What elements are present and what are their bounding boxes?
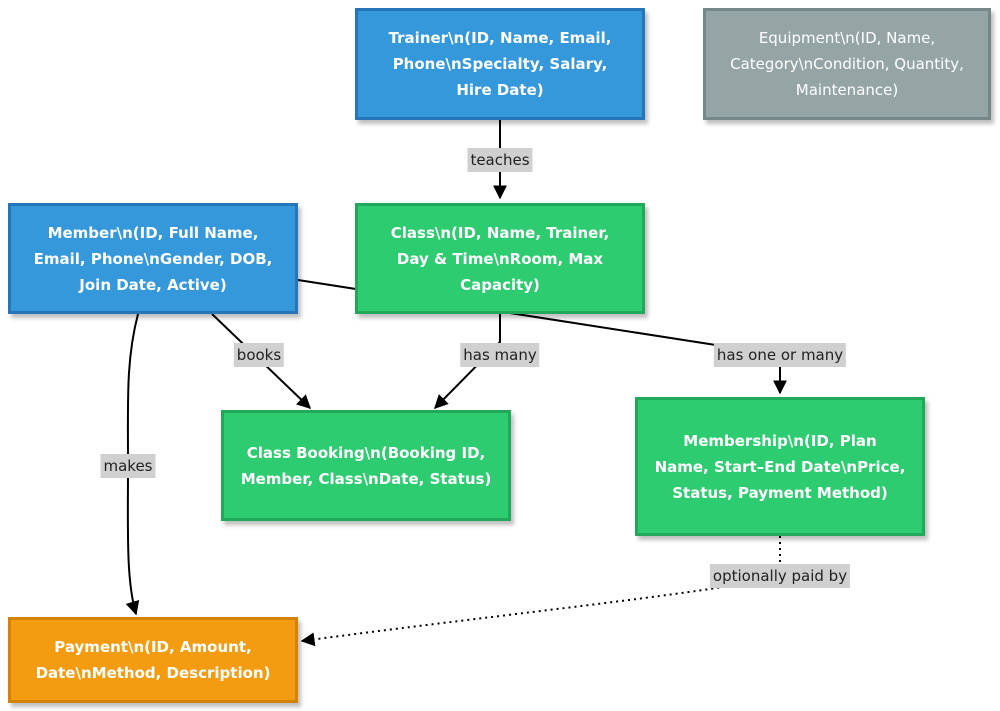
edge-optionally-paid-by [300,536,781,647]
class-booking-node-label: Class Booking\n(Booking ID, Member, Clas… [240,443,492,488]
payment-node-label: Payment\n(ID, Amount, Date\nMethod, Desc… [35,638,271,682]
membership-node: Membership\n(ID, Plan Name, Start–End Da… [635,397,925,536]
edge-label-books: books [233,343,285,367]
edge-label-makes: makes [100,454,156,478]
member-node: Member\n(ID, Full Name, Email, Phone\nGe… [8,203,298,314]
class-node-label: Class\n(ID, Name, Trainer, Day & Time\nR… [390,223,610,294]
edge-label-optionally-paid-by: optionally paid by [709,564,851,588]
edge-label-teaches: teaches [467,148,533,172]
edge-label-has-one-or-many: has one or many [713,343,847,367]
payment-node: Payment\n(ID, Amount, Date\nMethod, Desc… [8,617,298,703]
membership-node-label: Membership\n(ID, Plan Name, Start–End Da… [654,431,906,502]
trainer-node-label: Trainer\n(ID, Name, Email, Phone\nSpecia… [388,29,612,99]
edge-has-many [434,314,501,409]
class-booking-node: Class Booking\n(Booking ID, Member, Clas… [221,410,511,521]
edge-label-has-many: has many [460,343,540,367]
trainer-node: Trainer\n(ID, Name, Email, Phone\nSpecia… [355,8,645,120]
member-node-label: Member\n(ID, Full Name, Email, Phone\nGe… [33,223,273,294]
equipment-node-label: Equipment\n(ID, Name, Category\nConditio… [730,29,964,99]
equipment-node: Equipment\n(ID, Name, Category\nConditio… [703,8,991,120]
class-node: Class\n(ID, Name, Trainer, Day & Time\nR… [355,203,645,314]
